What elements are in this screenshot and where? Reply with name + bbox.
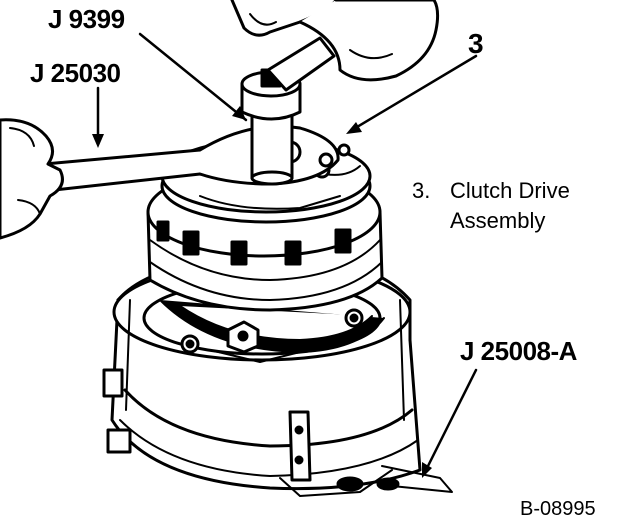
callout-j25008a: J 25008-A bbox=[460, 336, 577, 366]
leader-3 bbox=[350, 54, 478, 132]
left-hand bbox=[0, 118, 64, 240]
ratchet-handle bbox=[266, 36, 336, 92]
right-hand bbox=[230, 0, 440, 82]
callout-j25030: J 25030 bbox=[30, 58, 121, 88]
leader-lines bbox=[92, 32, 478, 478]
legend: 3. Clutch Drive Assembly bbox=[412, 176, 570, 236]
leader-j9399 bbox=[138, 32, 248, 122]
legend-line-1: 3. Clutch Drive bbox=[412, 176, 570, 206]
legend-number: 3. bbox=[412, 178, 431, 203]
legend-text-1: Clutch Drive bbox=[450, 178, 570, 203]
legend-text-2: Assembly bbox=[450, 208, 546, 233]
figure-id: B-08995 bbox=[520, 498, 596, 520]
holding-fixture bbox=[288, 410, 453, 493]
leader-j25008a bbox=[424, 368, 478, 472]
callout-j9399: J 9399 bbox=[48, 4, 125, 34]
callout-item-3: 3 bbox=[468, 28, 484, 59]
